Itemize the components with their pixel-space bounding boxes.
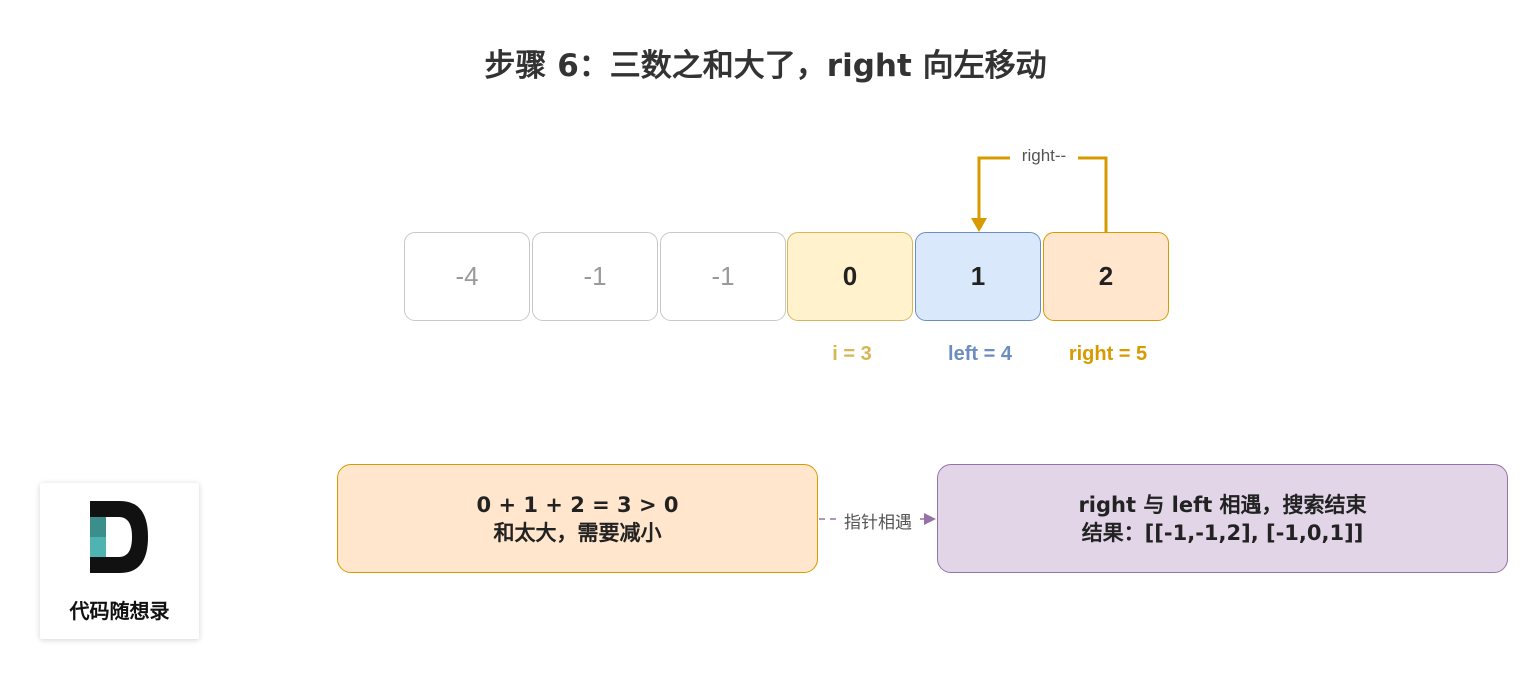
array-cell-3: 0 [787,232,913,321]
pointer-left-label: left = 4 [948,343,1012,365]
pointer-i-label: i = 3 [832,343,872,365]
array-cell-2: -1 [660,232,786,321]
result-box: right 与 left 相遇，搜索结束 结果：[[-1,-1,2], [-1,… [937,464,1508,573]
sum-box-line-1: 0 + 1 + 2 = 3 > 0 [476,492,679,517]
pointer-right-label: right = 5 [1068,343,1148,365]
sum-box-line-2: 和太大，需要减小 [493,520,662,545]
array-cell-4: 1 [915,232,1041,321]
letter-d-logo-icon [90,501,148,573]
array-cell-0: -4 [404,232,530,321]
connector-label: 指针相遇 [836,508,920,533]
sum-box: 0 + 1 + 2 = 3 > 0 和太大，需要减小 [337,464,818,573]
logo-text: 代码随想录 [69,599,170,623]
array-cell-5: 2 [1043,232,1169,321]
logo-card: 代码随想录 [40,483,199,639]
right-move-label: right-- [1010,146,1078,166]
array-cell-1: -1 [532,232,658,321]
page-title: 步骤 6：三数之和大了，right 向左移动 [484,48,1047,84]
right-move-arrowhead [971,218,987,232]
right-move-arrow [977,156,1108,232]
result-box-line-2: 结果：[[-1,-1,2], [-1,0,1]] [1081,520,1364,545]
result-box-line-1: right 与 left 相遇，搜索结束 [1078,492,1367,517]
connector-arrowhead [924,513,936,525]
